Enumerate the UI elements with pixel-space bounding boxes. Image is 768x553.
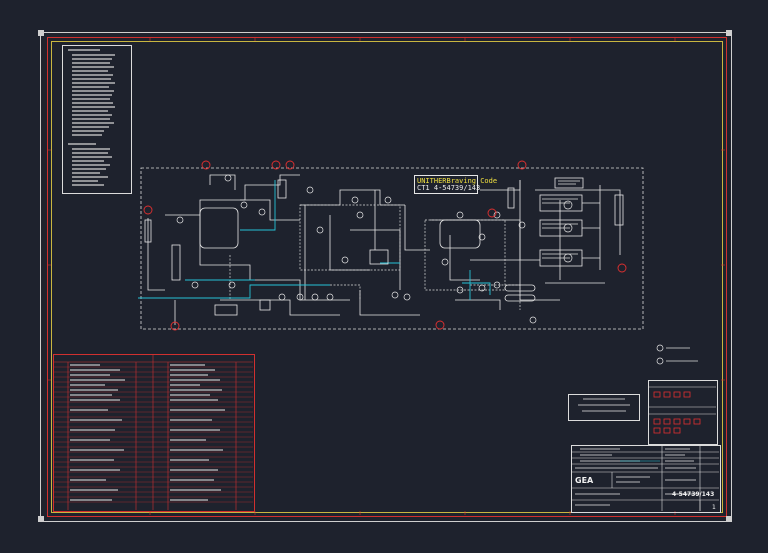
- revision-panel: [648, 380, 718, 445]
- drawing-code-label: UNITHERBraving Code: [417, 177, 498, 185]
- instrument-list-table: [53, 354, 255, 512]
- notes-box: [568, 394, 640, 421]
- drawing-frame-red: [47, 37, 727, 517]
- document-number: 4-54739/143: [672, 491, 715, 498]
- drawing-code-box: UNITHERBraving Code CT1 4-54739/143: [414, 175, 497, 194]
- drawing-sheet-border: [40, 32, 732, 522]
- company-logo: GEA: [575, 476, 594, 485]
- drawing-code-number: CT1 4-54739/143: [417, 184, 481, 192]
- legend-list-panel: [62, 45, 132, 194]
- drawing-frame-yellow: [51, 41, 723, 513]
- sheet-number: 1: [712, 504, 716, 511]
- title-block: [571, 445, 721, 513]
